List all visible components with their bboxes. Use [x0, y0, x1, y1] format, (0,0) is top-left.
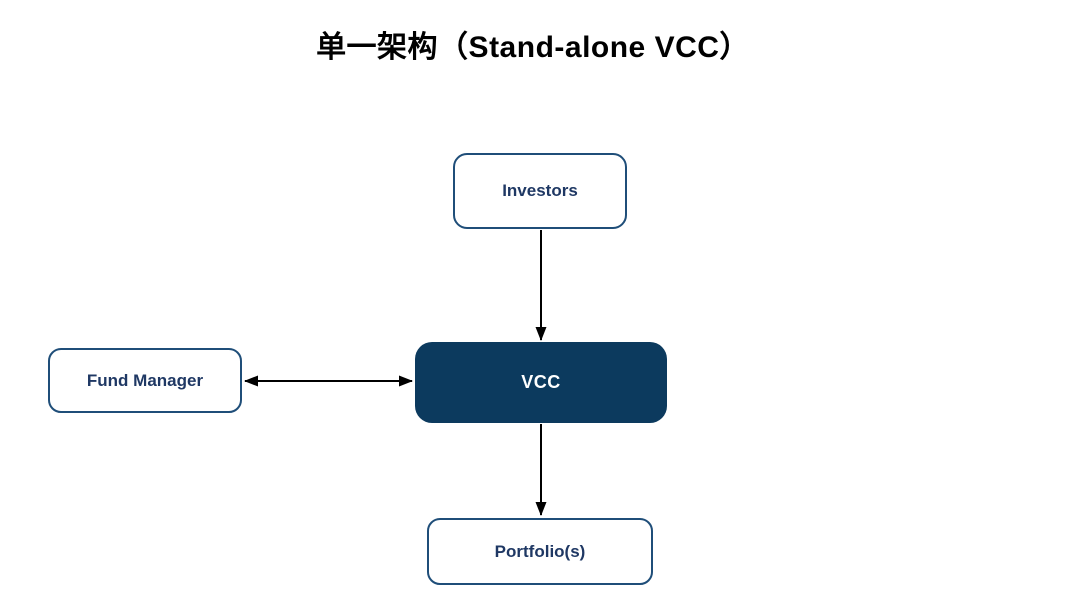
node-fund-manager-label: Fund Manager [86, 370, 204, 390]
node-investors-label: Investors [502, 181, 578, 200]
node-portfolios-label: Portfolio(s) [494, 541, 586, 561]
diagram-title: 单一架构（Stand-alone VCC） [316, 31, 750, 64]
node-vcc-label: VCC [521, 372, 561, 392]
node-fund-manager: Fund Manager [48, 348, 242, 413]
node-portfolios: Portfolio(s) [427, 518, 653, 585]
node-vcc: VCC [415, 342, 667, 423]
node-investors: Investors [453, 153, 627, 229]
